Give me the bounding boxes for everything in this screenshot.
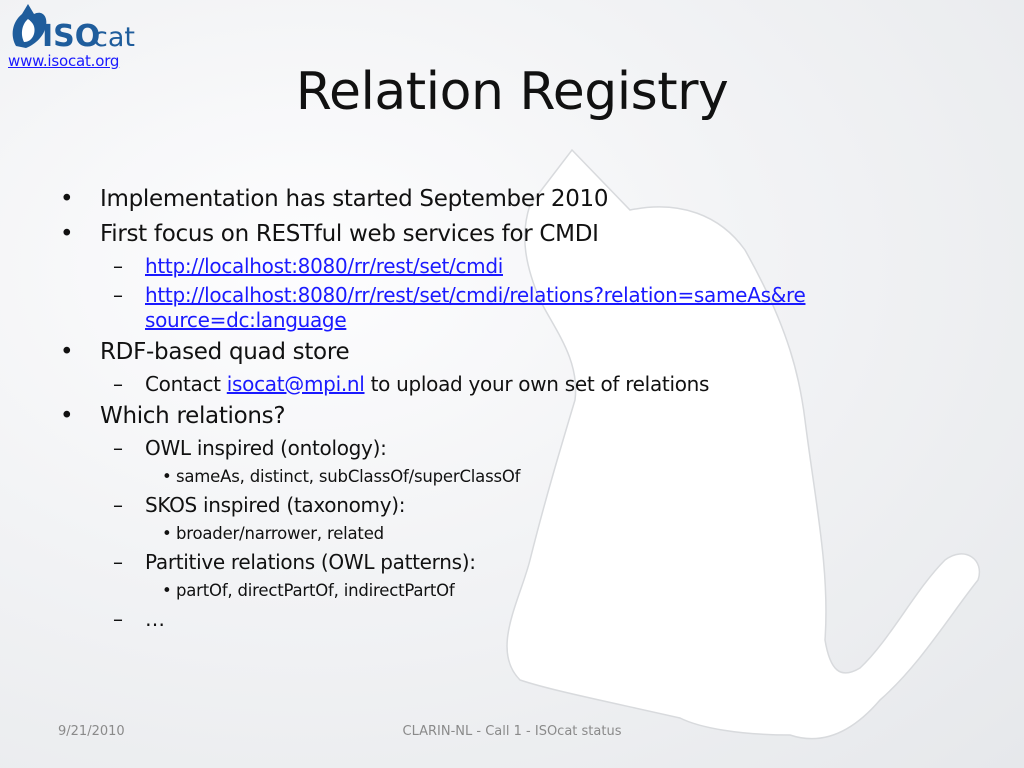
bullet-item: • RDF-based quad store [58,336,978,368]
cmdi-set-link[interactable]: http://localhost:8080/rr/rest/set/cmdi [145,254,503,278]
contact-email-link[interactable]: isocat@mpi.nl [226,372,365,396]
sub-bullet-text: Partitive relations (OWL patterns): [145,550,476,574]
dash-marker: – [113,372,123,396]
logo-iso-text: ISO [42,19,100,54]
bullet-text: RDF-based quad store [100,339,350,365]
bullet-text: Which relations? [100,403,286,429]
sub-bullet-item: – http://localhost:8080/rr/rest/set/cmdi… [58,283,978,333]
contact-suffix: to upload your own set of relations [364,372,710,396]
bullet-item: • Which relations? [58,400,978,432]
bullet-item: • First focus on RESTful web services fo… [58,218,978,250]
bullet-list: • Implementation has started September 2… [58,180,978,632]
dash-marker: – [113,254,123,278]
footer-date: 9/21/2010 [58,724,125,739]
logo-website-link[interactable]: www.isocat.org [8,52,120,70]
dash-marker: – [113,436,123,460]
sub-sub-bullet-item: • broader/narrower, related [58,522,978,546]
small-bullet-marker: • [162,467,172,486]
sub-bullet-item: – OWL inspired (ontology): [58,436,978,461]
slide-title: Relation Registry [295,62,729,122]
sub-bullet-text: … [145,607,165,631]
sub-bullet-item: – Contact isocat@mpi.nl to upload your o… [58,372,978,397]
bullet-marker: • [60,403,74,429]
bullet-marker: • [60,186,74,212]
bullet-text: Implementation has started September 201… [100,186,609,212]
sub-bullet-item: – SKOS inspired (taxonomy): [58,493,978,518]
contact-prefix: Contact [145,372,227,396]
sub-bullet-text: OWL inspired (ontology): [145,436,387,460]
dash-marker: – [113,607,123,631]
sub-sub-bullet-text: broader/narrower, related [176,524,384,543]
bullet-marker: • [60,339,74,365]
sub-sub-bullet-text: partOf, directPartOf, indirectPartOf [176,581,455,600]
isocat-cat-logo-icon: ISO cat [12,4,135,54]
small-bullet-marker: • [162,524,172,543]
dash-marker: – [113,493,123,517]
sub-sub-bullet-text: sameAs, distinct, subClassOf/superClassO… [176,467,521,486]
dash-marker: – [113,550,123,574]
bullet-item: • Implementation has started September 2… [58,183,978,215]
sub-bullet-item: – … [58,607,978,632]
footer-title: CLARIN-NL - Call 1 - ISOcat status [402,724,622,739]
cmdi-relations-link[interactable]: http://localhost:8080/rr/rest/set/cmdi/r… [145,283,806,332]
sub-sub-bullet-item: • sameAs, distinct, subClassOf/superClas… [58,465,978,489]
bullet-text: First focus on RESTful web services for … [100,221,599,247]
sub-bullet-text: SKOS inspired (taxonomy): [145,493,406,517]
sub-bullet-item: – Partitive relations (OWL patterns): [58,550,978,575]
sub-sub-bullet-item: • partOf, directPartOf, indirectPartOf [58,579,978,603]
logo-cat-text: cat [93,22,135,53]
bullet-marker: • [60,221,74,247]
link-line-2: source=dc:language [145,308,347,332]
sub-bullet-item: – http://localhost:8080/rr/rest/set/cmdi [58,254,978,279]
dash-marker: – [113,283,123,307]
small-bullet-marker: • [162,581,172,600]
link-line-1: http://localhost:8080/rr/rest/set/cmdi/r… [145,283,806,307]
